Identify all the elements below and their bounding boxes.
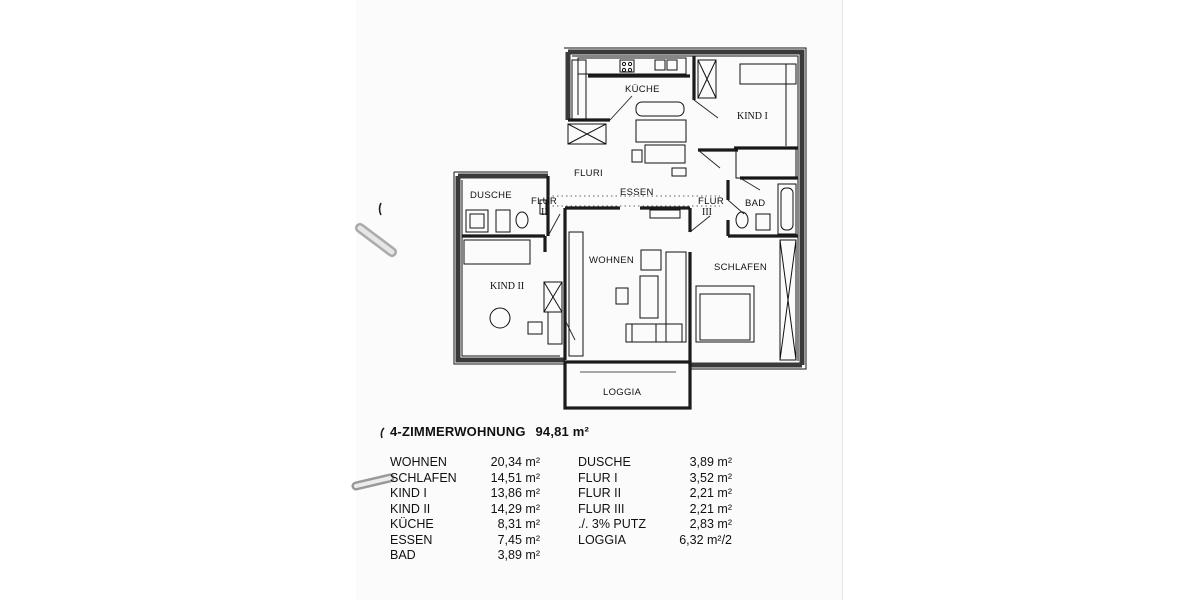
apartment-type: 4-ZIMMERWOHNUNG [390,424,526,439]
bath-fixtures [735,183,797,235]
area-row: KIND I 13,86 m² [390,486,540,502]
apartment-total-area: 94,81 m² [535,424,590,439]
area-row: KÜCHE 8,31 m² [390,517,540,533]
room-label-loggia: LOGGIA [603,387,642,398]
area-row: BAD 3,89 m² [390,548,540,564]
area-row: FLUR I 3,52 m² [578,471,732,487]
area-room-value: 14,51 m² [490,470,540,485]
exterior-walls [453,47,807,370]
area-room-name: BAD [390,548,416,562]
room-label-dusche: DUSCHE [470,190,512,201]
room-label-schlafen: SCHLAFEN [714,262,767,273]
kind2-furniture [463,239,563,345]
area-column-right: DUSCHE 3,89 m² FLUR I 3,52 m² FLUR II 2,21 m²… [578,455,732,548]
area-room-value: 6,32 m²/2 [679,532,732,547]
area-row: SCHLAFEN 14,51 m² [390,471,540,487]
room-label-kind2: KIND II [490,281,524,292]
area-row: FLUR II 2,21 m² [578,486,732,502]
scanned-sheet [356,0,843,600]
area-room-name: KIND I [390,486,427,500]
area-room-value: 3,89 m² [689,455,732,469]
loggia-outline [563,360,692,410]
area-room-name: DUSCHE [578,455,631,469]
room-label-bad: BAD [745,198,765,209]
area-room-name: KIND II [390,501,431,516]
door-swings [547,95,761,341]
room-label-kueche: KÜCHE [625,84,660,95]
room-label-essen: ESSEN [620,187,654,198]
area-room-value: 3,52 m² [689,470,732,485]
area-row: LOGGIA 6,32 m²/2 [578,533,732,549]
area-row: ESSEN 7,45 m² [390,533,540,549]
area-room-name: LOGGIA [578,532,626,547]
scan-mark-lower [351,427,395,491]
area-room-value: 3,89 m² [497,548,540,562]
room-label-flur2-num: II [541,207,548,218]
area-room-name: FLUR III [578,501,625,516]
area-room-name: ./. 3% PUTZ [578,517,647,531]
area-table: 4-ZIMMERWOHNUNG 94,81 m² WOHNEN 20,34 m² S… [390,424,810,594]
area-room-value: 2,21 m² [689,486,732,500]
area-column-left: WOHNEN 20,34 m² SCHLAFEN 14,51 m² KIND I 13,8… [390,455,540,564]
shower-fixtures [465,199,547,233]
room-label-flur3: FLUR [698,196,724,207]
room-label-wohnen: WOHNEN [589,255,634,266]
area-room-value: 7,45 m² [497,532,540,547]
bedroom-furniture [695,239,797,361]
area-room-name: SCHLAFEN [390,470,457,485]
room-label-flur3-num: III [702,207,712,218]
area-room-name: KÜCHE [390,517,434,531]
area-row: KIND II 14,29 m² [390,502,540,518]
area-room-name: WOHNEN [390,455,447,469]
room-label-kind1: KIND I [737,111,768,122]
area-room-name: FLUR II [578,486,622,500]
room-labels: KÜCHE KIND I FLURI ESSEN DUSCHE FLUR II … [470,84,768,398]
kitchen-fixtures [567,57,687,177]
area-room-value: 8,31 m² [497,517,540,531]
corridor-markings [548,195,720,207]
area-room-value: 20,34 m² [490,455,540,469]
kind1-furniture [697,59,797,179]
living-furniture [568,209,687,357]
area-row: ./. 3% PUTZ 2,83 m² [578,517,732,533]
area-room-value: 2,21 m² [689,501,732,516]
area-row: DUSCHE 3,89 m² [578,455,732,471]
apartment-title: 4-ZIMMERWOHNUNG 94,81 m² [390,424,589,439]
area-room-name: FLUR I [578,470,618,485]
area-row: FLUR III 2,21 m² [578,502,732,518]
area-room-value: 2,83 m² [689,517,732,531]
scan-mark-upper [355,202,397,257]
area-room-value: 13,86 m² [490,486,540,500]
area-room-value: 14,29 m² [490,501,540,516]
room-label-flur1: FLURI [574,168,603,179]
room-label-flur2: FLUR [531,196,557,207]
interior-walls [462,56,798,365]
area-row: WOHNEN 20,34 m² [390,455,540,471]
area-room-name: ESSEN [390,532,433,547]
